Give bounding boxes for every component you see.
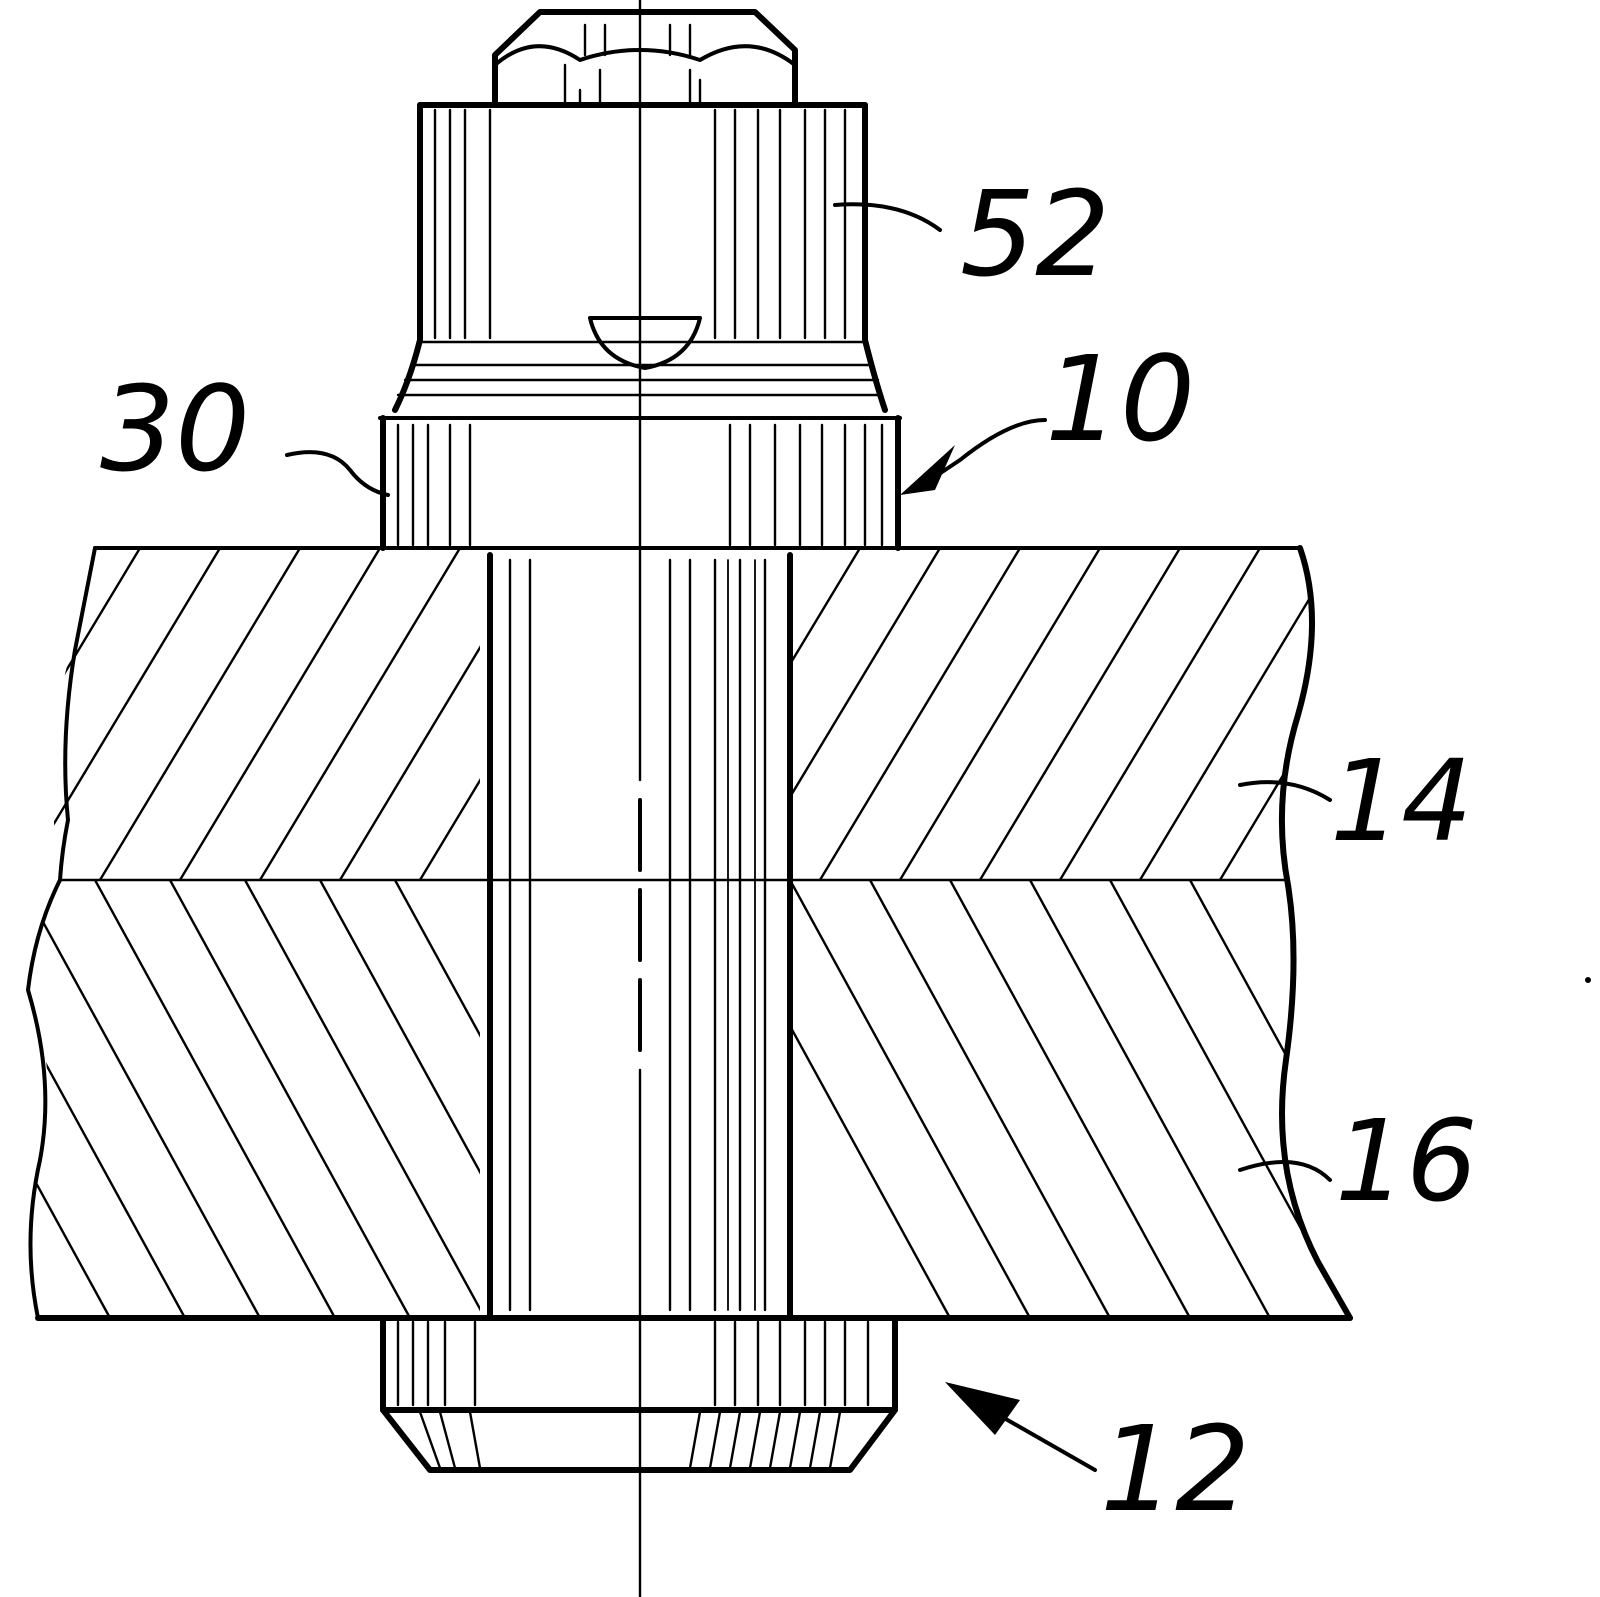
upper-plate-hatching-right <box>790 546 1312 880</box>
ref-label-10: 10 <box>1045 330 1195 468</box>
upper-plate <box>52 545 1315 888</box>
leader-16 <box>1238 1160 1332 1182</box>
ref-label-30: 30 <box>100 360 250 498</box>
upper-plate-hatching-left <box>52 546 481 880</box>
lower-plate-hatching-left <box>29 880 480 1318</box>
leader-30 <box>285 450 390 497</box>
leader-12 <box>945 1382 1097 1472</box>
ref-label-52: 52 <box>960 165 1110 303</box>
ref-label-16: 16 <box>1335 1097 1478 1227</box>
arrowhead-12 <box>945 1382 1020 1435</box>
leader-10 <box>900 418 1047 495</box>
pin-hex-tip <box>492 9 798 108</box>
stray-dot <box>1585 977 1591 983</box>
pin-shank <box>487 552 793 1318</box>
ref-label-12: 12 <box>1100 1400 1250 1538</box>
arrowhead-10 <box>900 445 955 495</box>
ref-label-14: 14 <box>1330 737 1473 867</box>
lower-plate <box>26 878 1353 1321</box>
leader-52 <box>833 202 942 232</box>
leader-14 <box>1238 780 1332 802</box>
lower-plate-hatching-right <box>790 880 1350 1318</box>
